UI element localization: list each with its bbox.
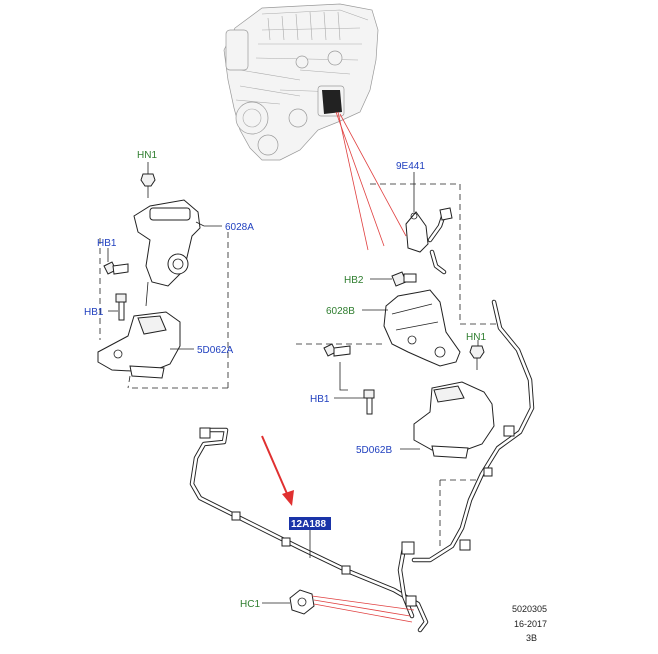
label-hb2: HB2 [344,275,364,286]
label-hc1: HC1 [240,599,260,610]
footer-page: 3B [526,633,537,643]
footer-date: 16-2017 [514,619,547,629]
engine-to-mount-leaders [335,111,407,251]
label-hb1-right: HB1 [310,394,330,405]
label-6028a: 6028A [225,222,254,233]
label-5d062b: 5D062B [356,445,392,456]
label-hb1-upper: HB1 [97,238,117,249]
footer-ref-number: 5020305 [512,604,547,614]
label-9e441: 9E441 [396,161,425,172]
label-5d062a: 5D062A [197,345,233,356]
label-hb1-lower: HB1 [84,307,104,318]
leader-lines [107,162,479,604]
label-6028b: 6028B [326,306,355,317]
label-hn1-left: HN1 [137,150,157,161]
right-mount-assembly [296,183,498,546]
label-hn1-right: HN1 [466,332,486,343]
hc1-clip [289,589,415,623]
engine-illustration [223,3,379,161]
highlight-label-12a188[interactable]: 12A188 [289,517,331,530]
red-arrow-icon [261,435,294,506]
left-mount-assembly [97,173,230,392]
pipe-12a188 [189,299,535,633]
label-12a188: 12A188 [291,519,326,530]
